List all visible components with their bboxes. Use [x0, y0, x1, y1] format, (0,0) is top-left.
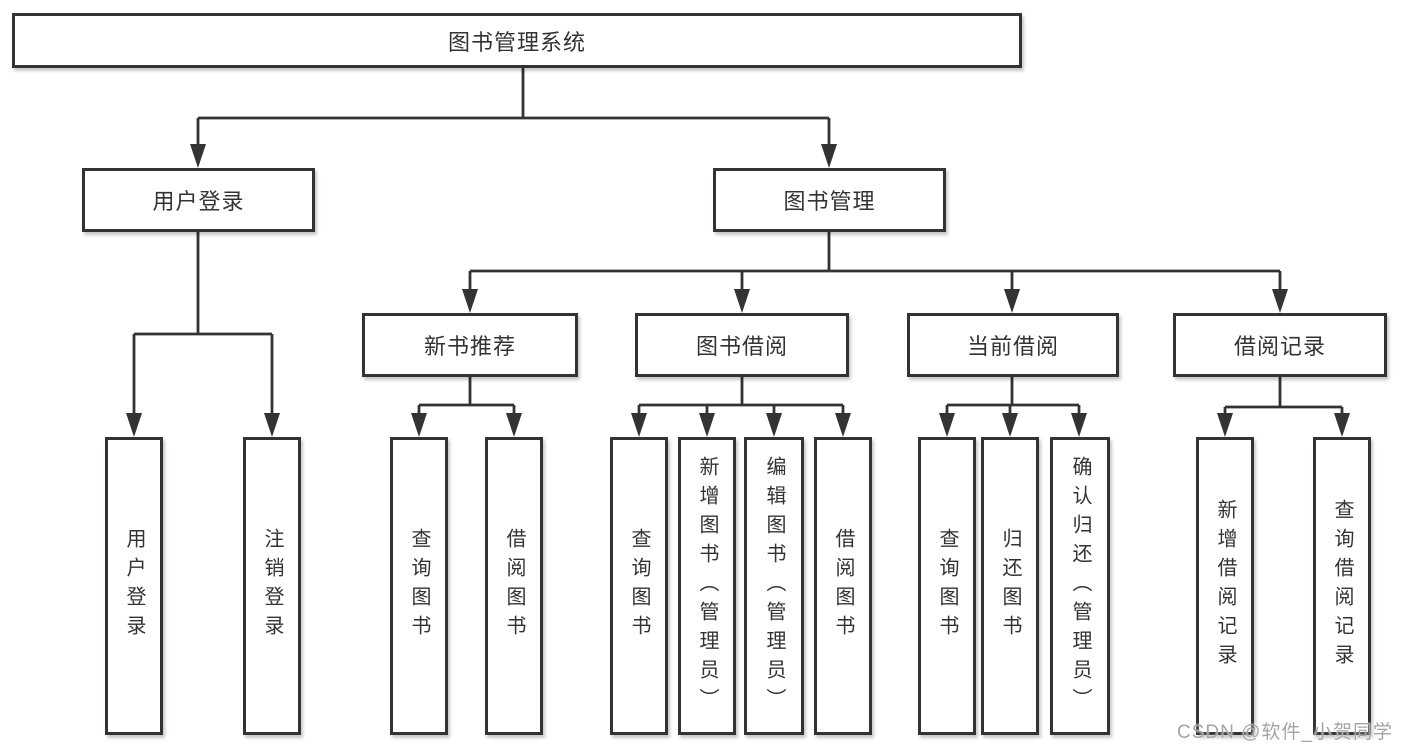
node-book-management: 图书管理: [713, 168, 946, 232]
arrowhead-bb-edit-books: [766, 413, 782, 437]
leaf-nb-query-books: 查询图书: [390, 437, 448, 735]
leaf-br-add-borrow-record: 新增借阅记录: [1196, 437, 1254, 735]
leaf-bb-borrow-books: 借阅图书: [814, 437, 872, 735]
arrowhead-bb-query-books: [631, 413, 647, 437]
leaf-bb-edit-books-admin: 编辑图书（管理员）: [744, 437, 804, 735]
leaf-nb-borrow-books-label: 借阅图书: [503, 528, 525, 644]
leaf-br-add-borrow-record-label: 新增借阅记录: [1214, 499, 1236, 673]
leaf-cb-return-books: 归还图书: [981, 437, 1039, 735]
node-root-system-label: 图书管理系统: [447, 29, 586, 55]
node-book-management-label: 图书管理: [783, 189, 876, 214]
arrowhead-book-management: [821, 144, 837, 168]
arrowhead-cb-query-books: [939, 413, 955, 437]
arrowhead-bb-add-books: [699, 413, 715, 437]
node-book-borrow: 图书借阅: [635, 313, 849, 377]
leaf-br-query-borrow-record-label: 查询借阅记录: [1331, 499, 1353, 673]
arrowhead-nb-query-books: [411, 413, 427, 437]
arrowhead-cb-confirm-return: [1071, 413, 1087, 437]
node-new-book-recommend-label: 新书推荐: [423, 334, 516, 359]
connector-book-borrow: [637, 377, 845, 415]
connector-book-management: [468, 232, 1282, 291]
leaf-bb-add-books-admin: 新增图书（管理员）: [678, 437, 736, 735]
connector-new-book-recommend: [417, 377, 516, 415]
node-current-borrow: 当前借阅: [907, 313, 1119, 377]
arrowhead-br-add-record: [1217, 413, 1233, 437]
arrowhead-bb-borrow-books: [835, 413, 851, 437]
connector-user-login: [132, 232, 274, 415]
leaf-bb-edit-books-admin-label: 编辑图书（管理员）: [763, 455, 785, 717]
leaf-bb-query-books-label: 查询图书: [628, 528, 650, 644]
arrowhead-borrow-records: [1272, 289, 1288, 313]
node-user-login-label: 用户登录: [152, 189, 245, 214]
csdn-watermark: CSDN @软件_小贺同学: [1177, 722, 1393, 743]
node-root-system: 图书管理系统: [12, 13, 1022, 68]
leaf-cb-confirm-return-admin: 确认归还（管理员）: [1050, 437, 1110, 735]
arrowhead-current-borrow: [1004, 289, 1020, 313]
connector-borrow-records: [1223, 377, 1344, 415]
arrowhead-book-borrow: [734, 289, 750, 313]
connector-current-borrow: [945, 377, 1081, 415]
arrowhead-leaf-user-login: [126, 413, 142, 437]
arrowhead-user-login: [190, 144, 206, 168]
leaf-nb-borrow-books: 借阅图书: [485, 437, 543, 735]
node-new-book-recommend: 新书推荐: [362, 313, 578, 377]
leaf-bb-query-books: 查询图书: [610, 437, 668, 735]
leaf-br-query-borrow-record: 查询借阅记录: [1313, 437, 1371, 735]
leaf-cb-query-books: 查询图书: [918, 437, 976, 735]
leaf-user-login-label: 用户登录: [123, 528, 145, 644]
node-borrow-records: 借阅记录: [1173, 313, 1387, 377]
connector-root: [196, 68, 831, 148]
node-borrow-records-label: 借阅记录: [1233, 334, 1326, 359]
arrowhead-leaf-logout: [264, 413, 280, 437]
leaf-nb-query-books-label: 查询图书: [408, 528, 430, 644]
arrowhead-nb-borrow-books: [506, 413, 522, 437]
leaf-logout-label: 注销登录: [261, 528, 283, 644]
leaf-logout: 注销登录: [243, 437, 301, 735]
leaf-cb-confirm-return-admin-label: 确认归还（管理员）: [1069, 455, 1091, 717]
leaf-bb-borrow-books-label: 借阅图书: [832, 528, 854, 644]
leaf-bb-add-books-admin-label: 新增图书（管理员）: [696, 455, 718, 717]
arrowhead-cb-return-books: [1002, 413, 1018, 437]
node-user-login: 用户登录: [82, 168, 315, 232]
arrowhead-br-query-record: [1334, 413, 1350, 437]
arrowhead-new-book-recommend: [462, 289, 478, 313]
node-current-borrow-label: 当前借阅: [966, 334, 1059, 359]
leaf-cb-query-books-label: 查询图书: [936, 528, 958, 644]
leaf-cb-return-books-label: 归还图书: [999, 528, 1021, 644]
node-book-borrow-label: 图书借阅: [695, 334, 788, 359]
leaf-user-login: 用户登录: [105, 437, 163, 735]
